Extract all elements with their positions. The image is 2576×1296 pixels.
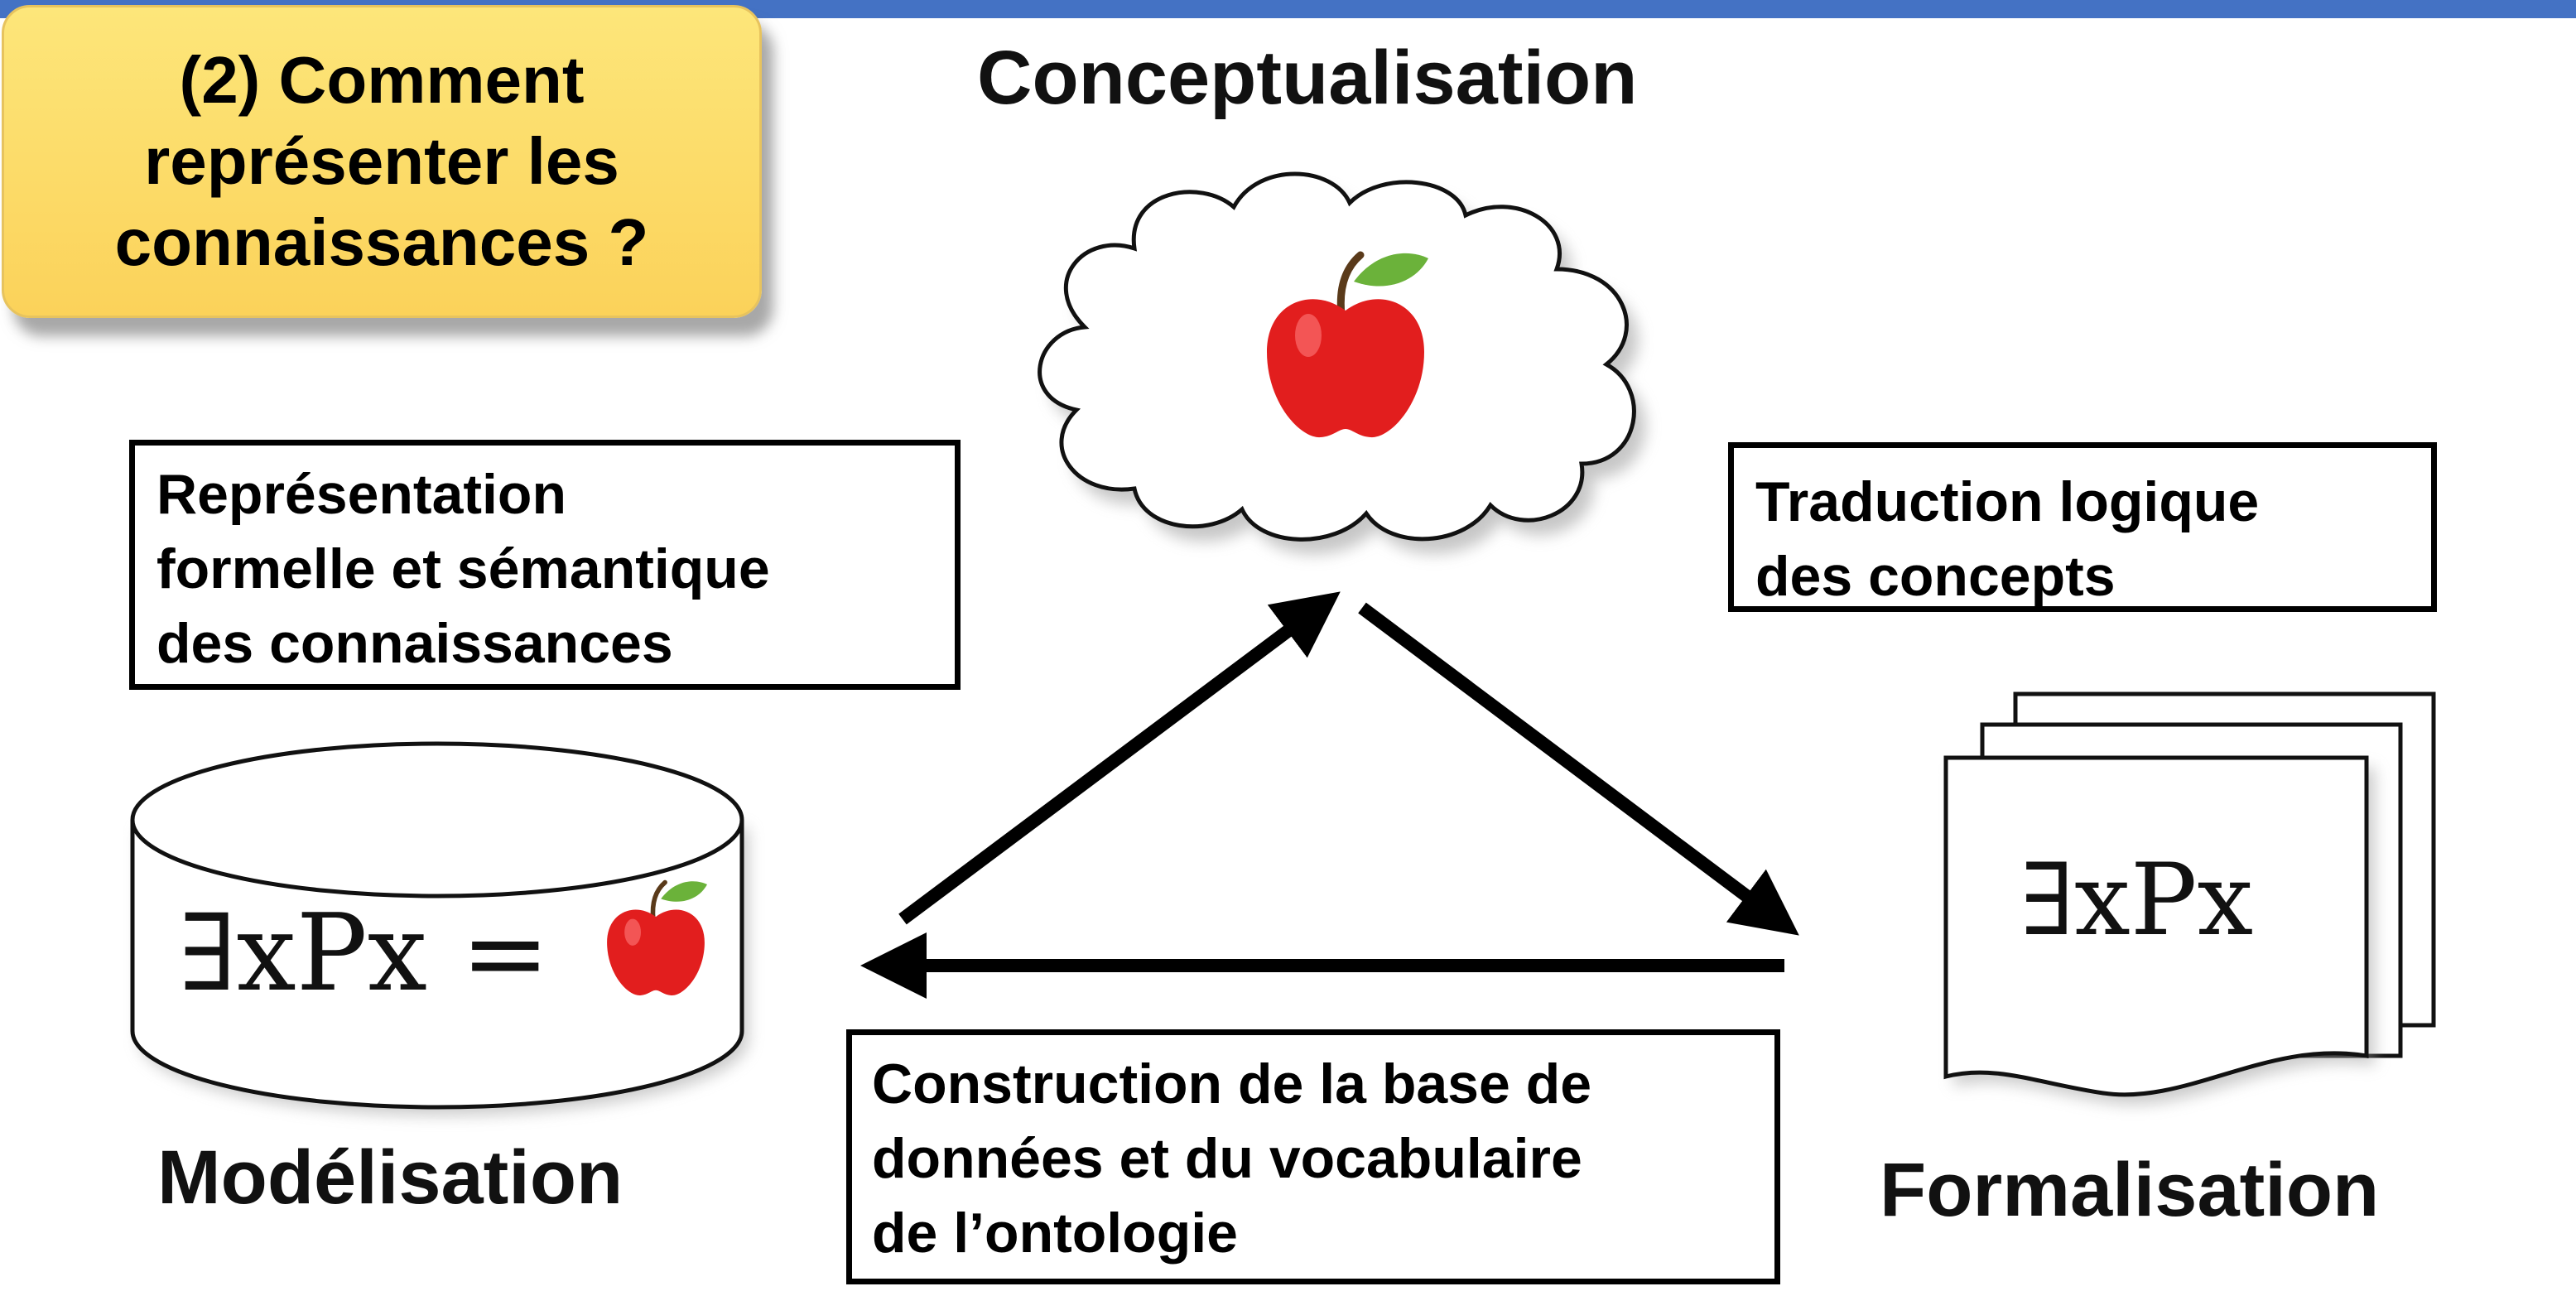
box-representation: Représentation formelle et sémantique de… <box>129 440 961 690</box>
apple-icon <box>607 879 707 995</box>
arrow-modelisation-to-conceptualisation <box>898 591 1341 925</box>
label-formalisation: Formalisation <box>1880 1148 2380 1232</box>
database-formula: ∃xPx = <box>179 892 550 1015</box>
label-conceptualisation: Conceptualisation <box>977 36 1638 120</box>
box-traduction: Traduction logique des concepts <box>1728 442 2437 612</box>
arrow-conceptualisation-to-formalisation <box>1358 602 1799 936</box>
documents-icon: ∃xPx <box>1943 691 2436 1105</box>
question-callout: (2) Comment représenter les connaissance… <box>2 5 762 318</box>
question-text: (2) Comment représenter les connaissance… <box>114 43 649 279</box>
label-modelisation: Modélisation <box>157 1135 624 1220</box>
database-icon: ∃xPx = <box>130 741 749 1115</box>
documents-formula: ∃xPx <box>2020 843 2253 958</box>
box-construction: Construction de la base de données et du… <box>846 1029 1780 1284</box>
apple-icon <box>1267 251 1428 438</box>
